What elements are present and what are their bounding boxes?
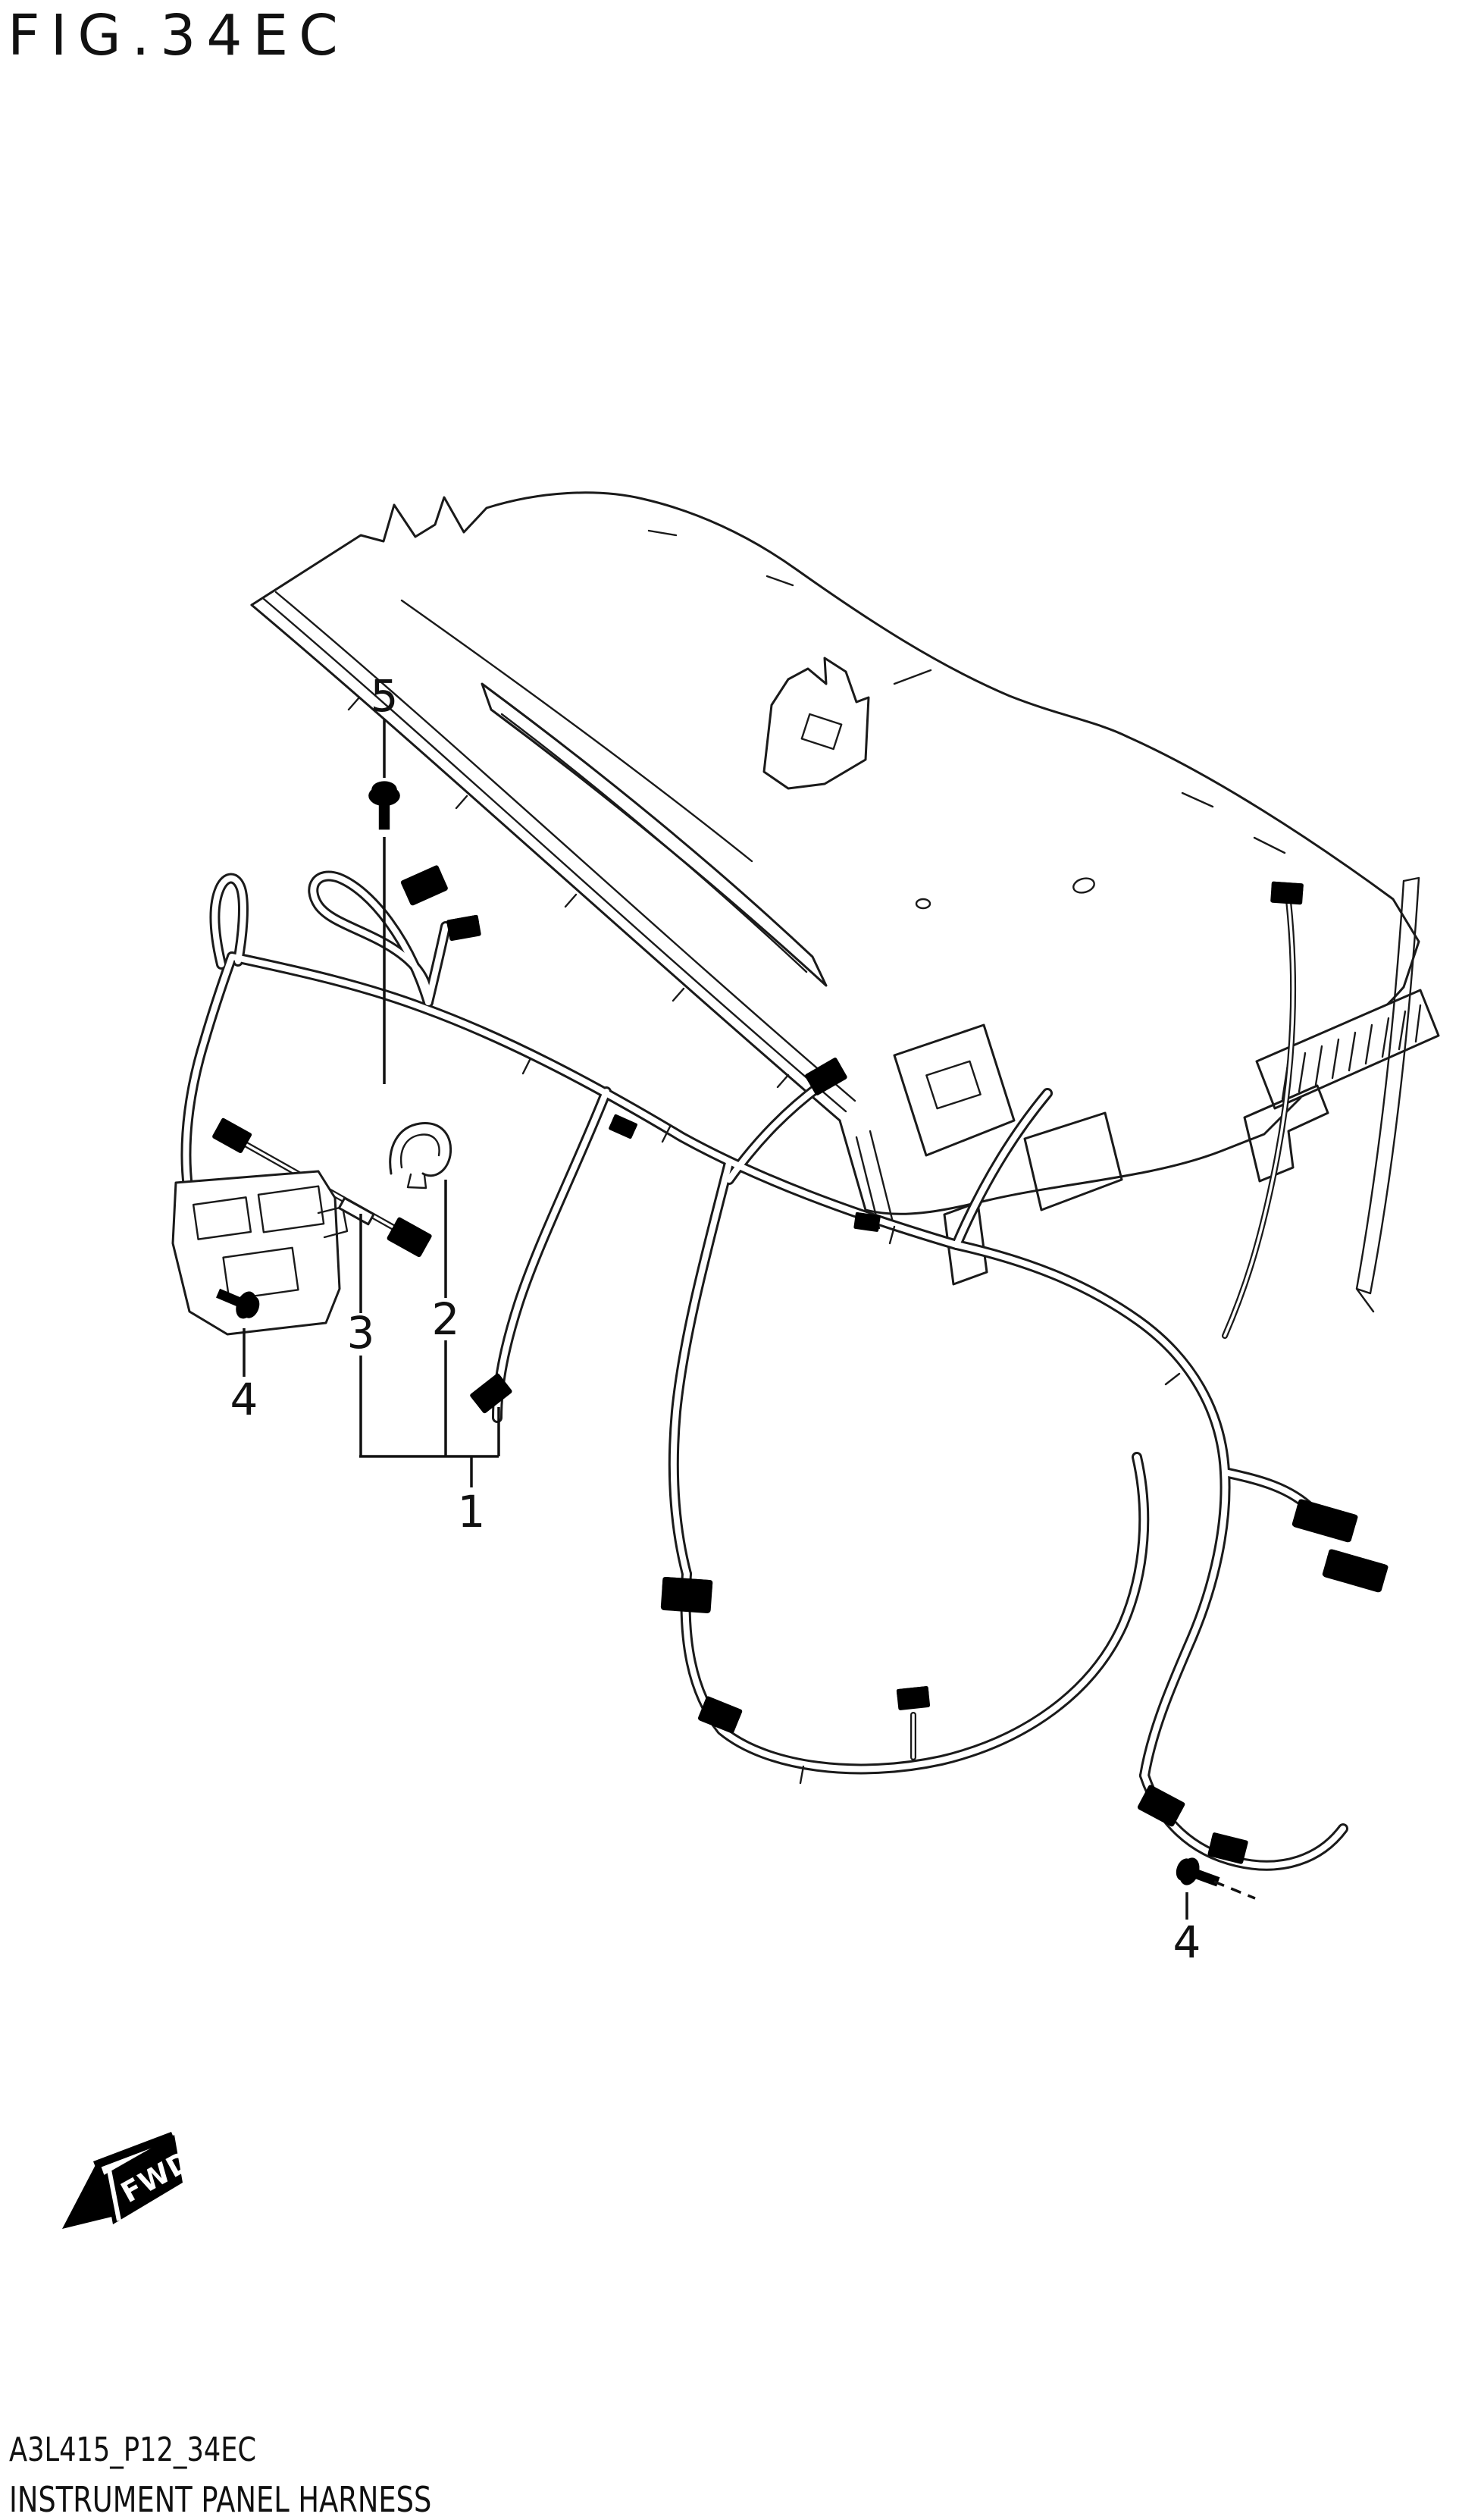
column-bracket-2: [1023, 1111, 1123, 1211]
clip-part-2: [389, 1122, 452, 1189]
connector-branch-center: [469, 1057, 848, 1614]
footer-figure-caption: INSTRUMENT PANEL HARNESS: [9, 2479, 432, 2520]
instrument-panel-drawing: [250, 491, 1440, 1313]
callout-bracket-1: [359, 1407, 500, 1487]
cluster-hood-slot: [800, 713, 843, 751]
dash-surface-dashes: [647, 529, 1286, 854]
footer-part-code: A3L415_P12_34EC: [9, 2431, 257, 2469]
callout-3-label: 3: [347, 1307, 375, 1359]
cluster-hood-bracket: [762, 657, 870, 790]
fwd-arrow-head: [62, 2159, 118, 2229]
harness-tape-ticks: [521, 1057, 1181, 1785]
defroster-band-mid: [262, 597, 847, 1113]
screw-5: [368, 781, 400, 830]
pillar-strip: [1355, 876, 1420, 1313]
defroster-band-inner: [274, 591, 856, 1102]
column-support-lines: [855, 1130, 894, 1230]
instrument-panel-outline: [250, 491, 1420, 1215]
dash-hole-large: [1072, 877, 1095, 894]
callout-2-label: 2: [432, 1293, 460, 1345]
junction-block-left: [171, 1170, 349, 1336]
defroster-band-outer: [250, 603, 841, 1122]
lower-right-bracket: [1243, 1084, 1329, 1183]
callout-1-label: 1: [458, 1486, 486, 1537]
fwd-arrow: FWD: [62, 2132, 198, 2229]
leader-dash-4-right: [1213, 1880, 1256, 1900]
cluster-opening-inner-line: [500, 713, 808, 973]
column-bracket-slot: [925, 1060, 982, 1110]
defroster-band-ticks: [347, 696, 790, 1089]
callout-5-label: 5: [371, 670, 399, 722]
cable-part-3-fittings: [211, 1117, 433, 1258]
figure-title: FIG.34EC: [8, 3, 349, 68]
fwd-arrow-body: [104, 2135, 183, 2224]
column-bracket-3: [943, 1201, 988, 1286]
leader-lines: [243, 719, 1256, 1920]
wiring-harness-drawing: [171, 864, 1389, 1866]
fwd-arrow-top-strip: [93, 2132, 174, 2169]
column-bracket-1: [893, 1023, 1016, 1157]
dash-hole-small: [915, 898, 931, 910]
callout-4-left-label: 4: [230, 1374, 258, 1425]
cluster-opening: [481, 682, 828, 987]
callout-4-right-label: 4: [1173, 1917, 1201, 1968]
fwd-arrow-head-slit: [106, 2165, 121, 2221]
dash-crease-line: [400, 599, 753, 863]
